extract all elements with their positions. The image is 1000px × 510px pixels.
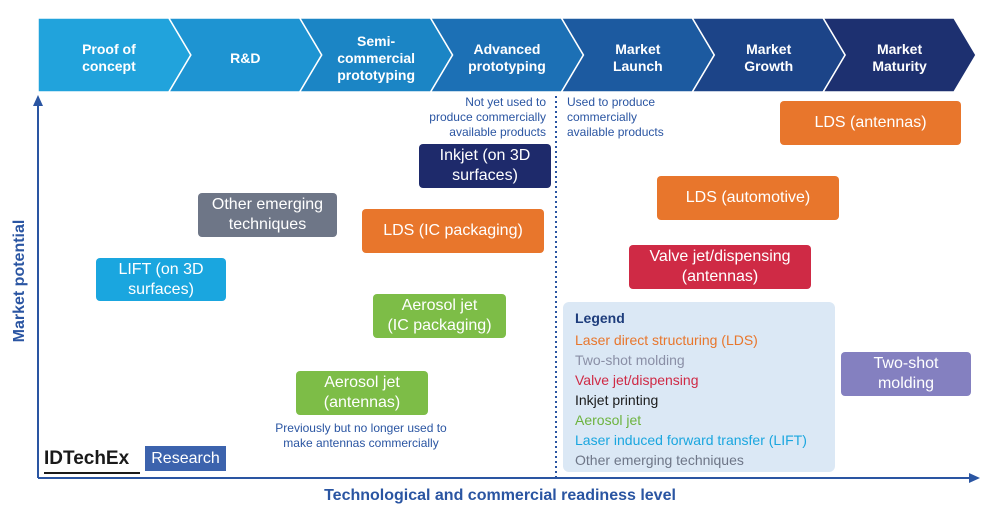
stage-chevron-bar <box>37 17 977 93</box>
box-inkjet-3d-surfaces: Inkjet (on 3D surfaces) <box>419 144 551 188</box>
legend-item-other: Other emerging techniques <box>575 452 744 468</box>
legend-item-lds: Laser direct structuring (LDS) <box>575 332 758 348</box>
stage-chevron-7 <box>821 17 977 93</box>
box-lds-ic-packaging: LDS (IC packaging) <box>362 209 544 253</box>
box-aerosol-antennas: Aerosol jet (antennas) <box>296 371 428 415</box>
box-two-shot-molding: Two-shot molding <box>841 352 971 396</box>
logo-underline <box>44 472 140 474</box>
box-lift-3d-surfaces: LIFT (on 3D surfaces) <box>96 258 226 301</box>
legend-item-two-shot: Two-shot molding <box>575 352 685 368</box>
stage-label-5: Market Launch <box>612 41 663 74</box>
box-aerosol-ic-packaging: Aerosol jet (IC packaging) <box>373 294 506 338</box>
idtechex-logo: IDTechEx Research <box>44 446 226 474</box>
stage-label-6: Market Growth <box>744 41 794 74</box>
note-not-yet-commercial: Not yet used to produce commercially ava… <box>429 95 546 139</box>
box-lds-automotive: LDS (automotive) <box>657 176 839 220</box>
legend-item-lift: Laser induced forward transfer (LIFT) <box>575 432 807 448</box>
box-lds-antennas: LDS (antennas) <box>780 101 961 145</box>
legend-item-valve-jet: Valve jet/dispensing <box>575 372 699 388</box>
x-axis-label: Technological and commercial readiness l… <box>324 487 676 504</box>
stage-label-1: Proof of concept <box>82 41 136 74</box>
box-valve-jet-antennas: Valve jet/dispensing (antennas) <box>629 245 811 289</box>
stage-label-2: R&D <box>230 49 261 66</box>
stage-label-4: Advanced prototyping <box>468 41 546 74</box>
logo-research-tag: Research <box>145 446 226 471</box>
box-other-emerging: Other emerging techniques <box>198 193 337 237</box>
logo-name: IDTechEx <box>44 448 130 469</box>
stage-label-7: Market Maturity <box>872 41 927 74</box>
note-used-commercially: Used to produce commercially available p… <box>567 95 664 139</box>
legend-item-inkjet: Inkjet printing <box>575 392 659 408</box>
stage-label-3: Semi- commercial prototyping <box>337 32 416 83</box>
y-axis-label: Market potential <box>11 219 28 343</box>
note-previously-used: Previously but no longer used to make an… <box>275 421 447 450</box>
legend-title: Legend <box>575 310 625 326</box>
y-axis-arrow-icon <box>33 95 43 106</box>
legend-panel: Legend Laser direct structuring (LDS) Tw… <box>563 302 835 472</box>
x-axis-arrow-icon <box>969 473 980 483</box>
legend-item-aerosol: Aerosol jet <box>575 412 642 428</box>
